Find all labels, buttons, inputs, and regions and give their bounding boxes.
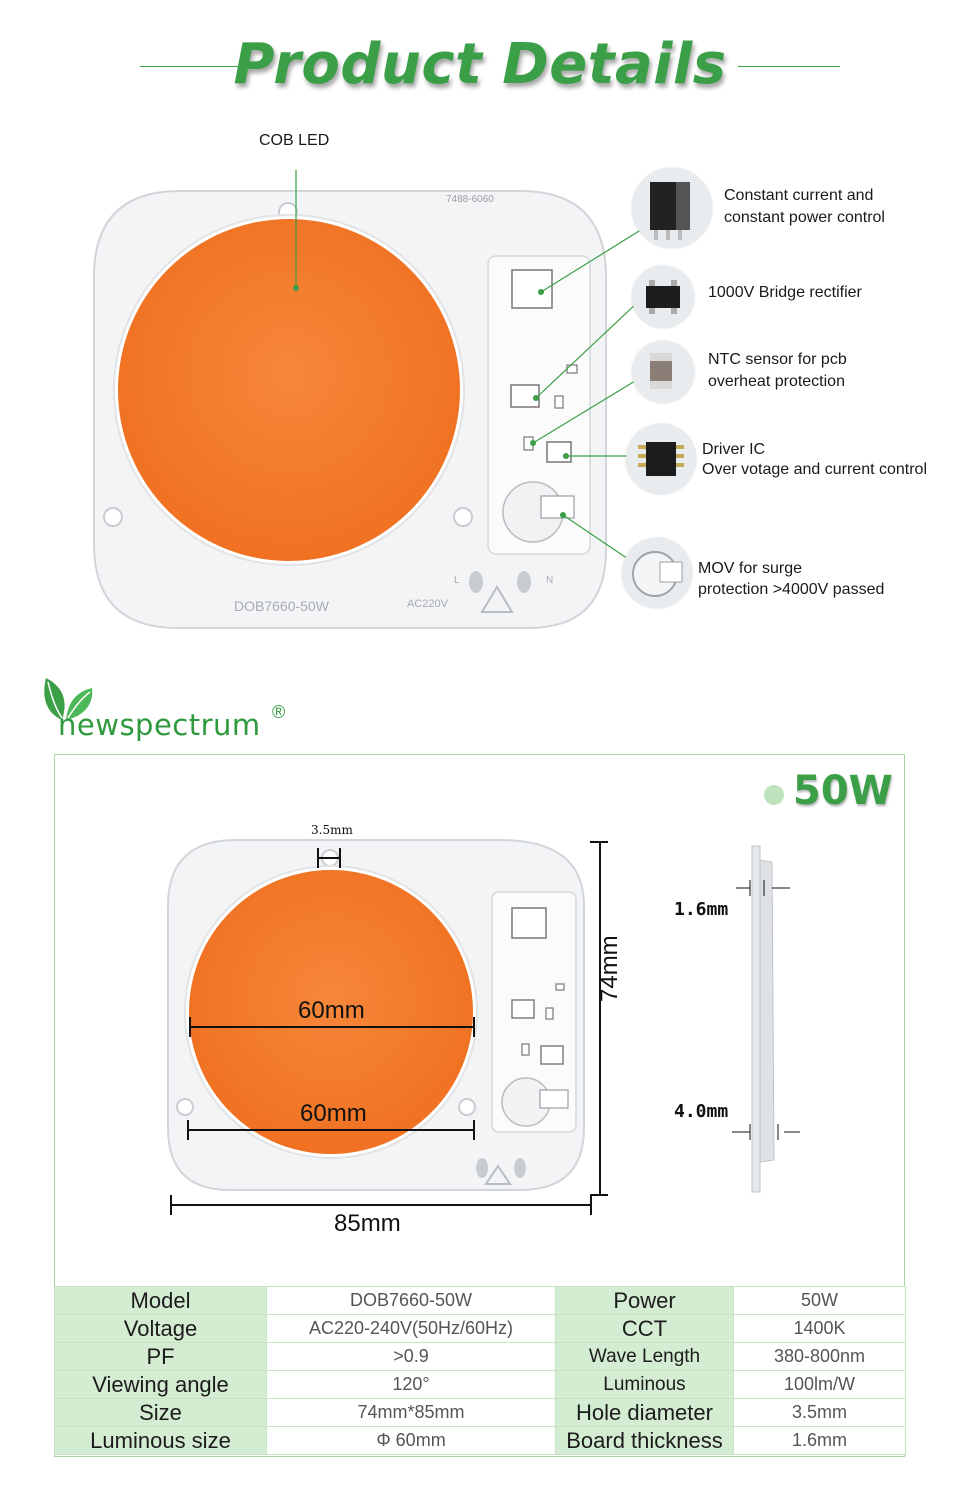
leaf-logo-icon [44,678,93,720]
brand-registered-mark: ® [272,702,286,722]
ntc-sensor-thumb [632,341,694,403]
cob-led-label: COB LED [259,132,330,149]
dimension-drawing [167,839,800,1215]
driver-ic-thumb [626,424,696,494]
board-pin-n: N [546,575,554,586]
bridge-rectifier-thumb [632,266,694,328]
board-pin-l: L [454,575,460,586]
table-row: Luminous size Φ 60mm Board thickness 1.6… [54,1426,906,1455]
wattage-title: 50W [793,768,893,814]
board-ac-label: AC220V [407,598,448,610]
table-row: Size 74mm*85mm Hole diameter 3.5mm [54,1398,906,1427]
pin-dimension-label: 4.0mm [674,1101,729,1122]
header-rule-right [738,66,840,67]
spec-table: Model DOB7660-50W Power 50W Voltage AC22… [54,1286,906,1455]
table-row: PF >0.9 Wave Length 380-800nm [54,1342,906,1371]
board-part-number: 7488-6060 [446,194,494,205]
board-height-label: 74mm [596,935,623,1002]
callout-2: 1000V Bridge rectifier [708,284,862,301]
board-width-label: 85mm [334,1210,401,1237]
cob-board-illustration [93,170,645,629]
board-model-label: DOB7660-50W [234,598,329,614]
led-diameter-label-1: 60mm [298,997,365,1024]
table-row: Voltage AC220-240V(50Hz/60Hz) CCT 1400K [54,1314,906,1343]
led-diameter-label-2: 60mm [300,1100,367,1127]
constant-current-chip-thumb [632,168,712,248]
callout-1: Constant current and constant power cont… [724,187,885,226]
dimension-panel [54,754,905,1457]
callout-3: NTC sensor for pcb overheat protection [708,351,847,390]
thickness-label: 1.6mm [674,899,729,920]
wattage-dot [764,785,784,805]
hole-dimension-label: 3.5mm [311,823,353,837]
mov-thumb [622,538,692,608]
table-row: Model DOB7660-50W Power 50W [54,1286,906,1315]
header-rule-left [140,66,244,67]
page-title: Product Details [233,32,727,97]
callout-4: Driver IC Over votage and current contro… [702,441,928,478]
brand-name: newspectrum [58,708,261,742]
callout-5: MOV for surge protection >4000V passed [698,560,885,598]
table-row: Viewing angle 120° Luminous 100lm/W [54,1370,906,1399]
